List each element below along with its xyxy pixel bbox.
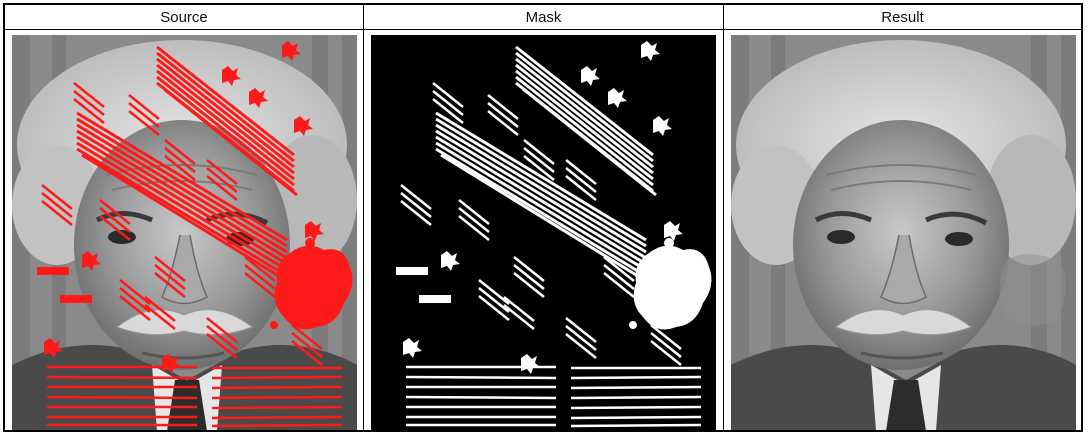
comparison-table: Source Mask Result [3,3,1083,432]
mask-image [371,35,716,430]
source-image [12,35,357,430]
header-result: Result [724,5,1081,30]
source-cell [5,30,364,430]
header-source: Source [5,5,364,30]
mask-cell [364,30,724,430]
result-cell [724,30,1081,430]
header-mask: Mask [364,5,724,30]
result-image [731,35,1076,430]
